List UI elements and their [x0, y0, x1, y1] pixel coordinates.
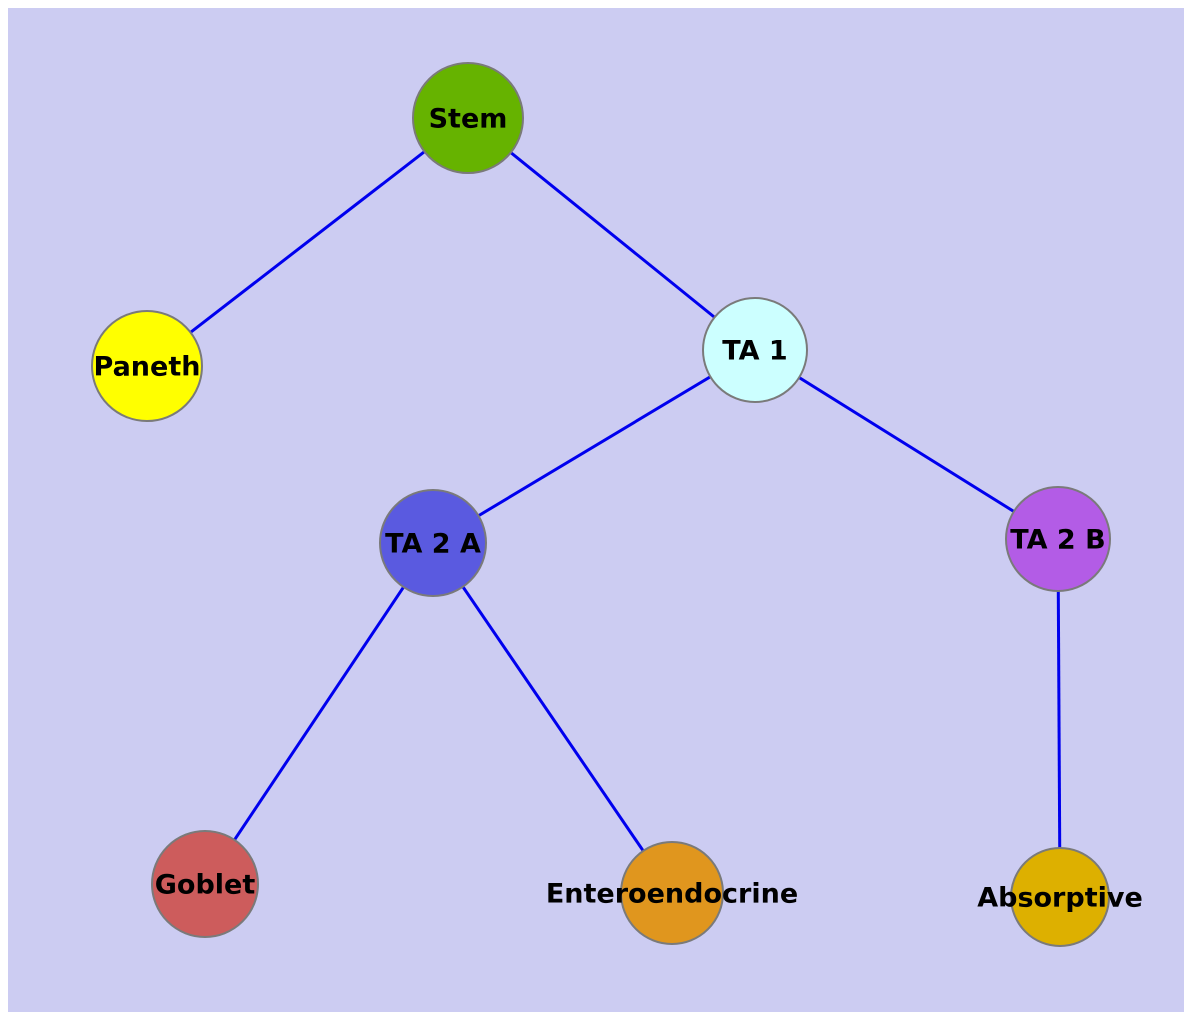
edge-ta2b-absorptive: [1056, 538, 1062, 898]
node-ta1: TA 1: [702, 297, 808, 403]
node-circle-enteroendocrine: [620, 841, 724, 945]
node-absorptive: Absorptive: [977, 847, 1143, 947]
node-paneth: Paneth: [91, 310, 203, 422]
node-circle-goblet: [151, 830, 259, 938]
node-circle-absorptive: [1010, 847, 1110, 947]
node-label-paneth: Paneth: [94, 352, 201, 383]
node-label-enteroendocrine: Enteroendocrine: [546, 879, 798, 910]
edge-ta1-ta2a: [432, 348, 756, 545]
node-stem: Stem: [412, 62, 524, 174]
node-circle-paneth: [91, 310, 203, 422]
node-label-ta1: TA 1: [722, 336, 787, 367]
node-label-absorptive: Absorptive: [977, 883, 1143, 914]
node-label-ta2b: TA 2 B: [1010, 525, 1105, 556]
node-label-goblet: Goblet: [155, 870, 256, 901]
node-circle-ta2a: [379, 489, 487, 597]
node-label-stem: Stem: [429, 104, 508, 135]
edge-stem-ta1: [467, 116, 756, 352]
node-circle-ta2b: [1005, 486, 1111, 592]
edge-ta2a-goblet: [203, 542, 435, 885]
edge-ta1-ta2b: [754, 348, 1059, 541]
edge-ta2a-enteroendocrine: [431, 542, 674, 894]
edge-layer: [146, 116, 1062, 898]
node-ta2a: TA 2 A: [379, 489, 487, 597]
node-circle-stem: [412, 62, 524, 174]
node-ta2b: TA 2 B: [1005, 486, 1111, 592]
edge-stem-paneth: [146, 116, 469, 368]
node-goblet: Goblet: [151, 830, 259, 938]
node-label-ta2a: TA 2 A: [385, 529, 481, 560]
node-enteroendocrine: Enteroendocrine: [546, 841, 798, 945]
node-circle-ta1: [702, 297, 808, 403]
